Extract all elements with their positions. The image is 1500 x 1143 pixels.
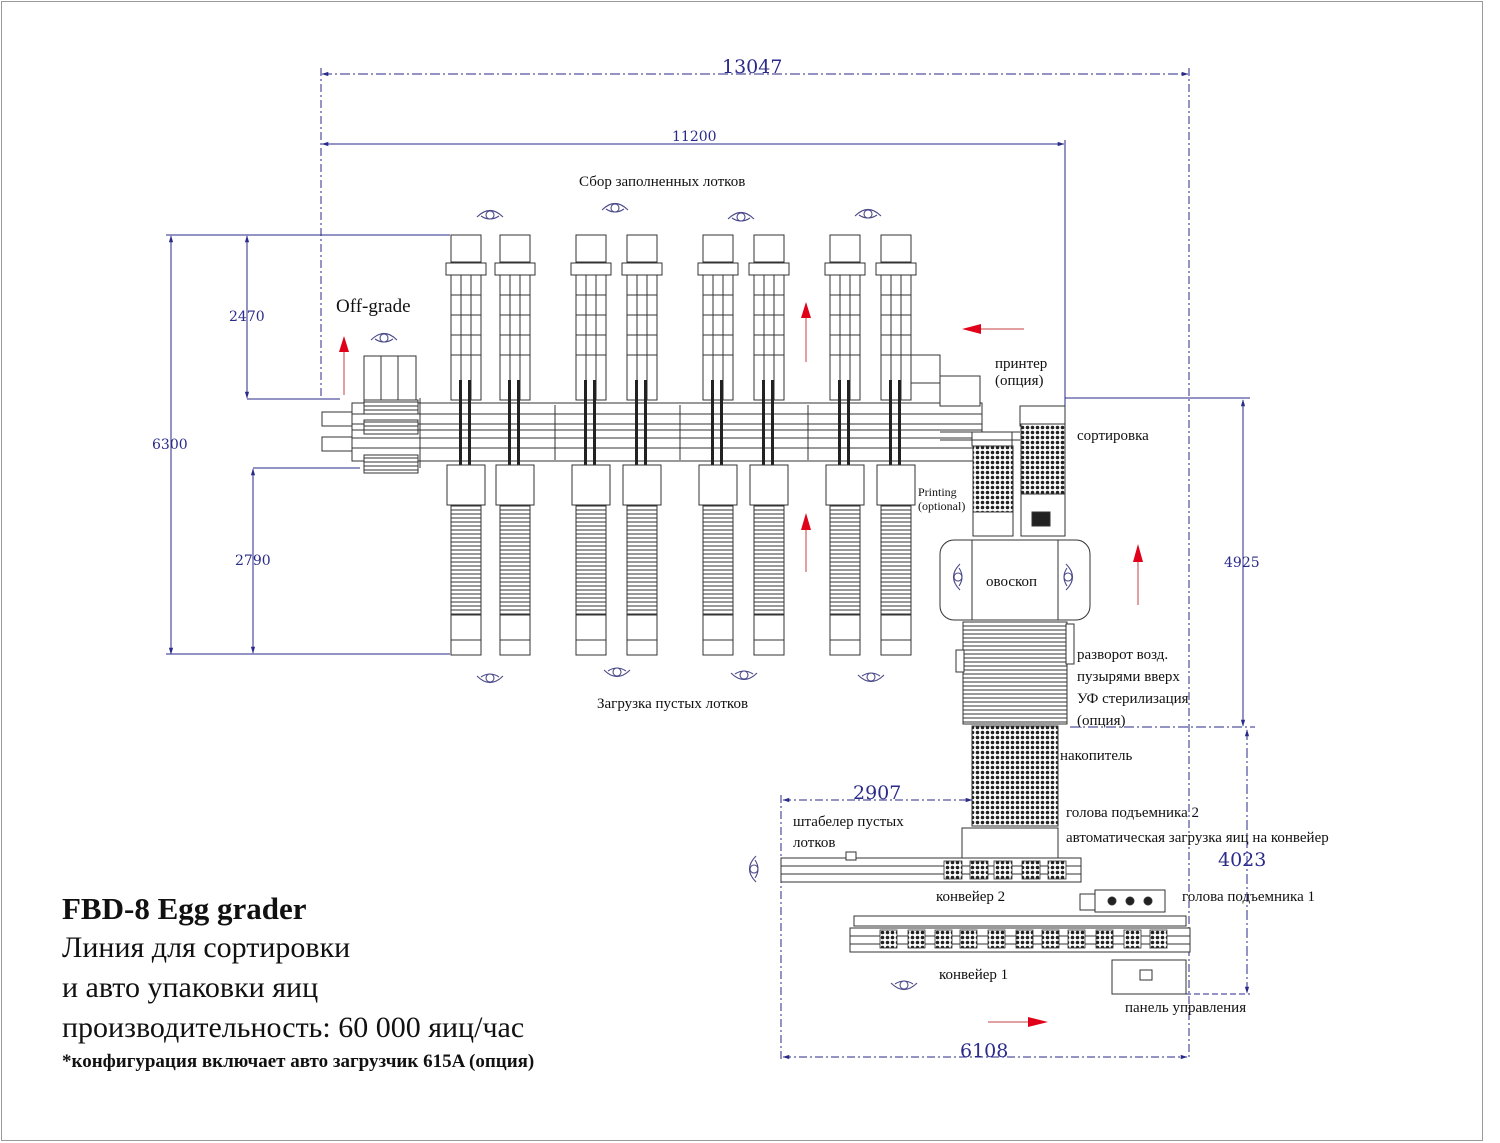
egg-turning-unit [955,621,1075,725]
egg-tray [1047,860,1067,880]
dim-loader-height-value: 4023 [1218,849,1267,871]
dim-grader-length-value: 11200 [672,129,717,145]
eye-icon [730,670,758,681]
label-printing-line2: (optional) [918,498,966,513]
egg-tray [1067,929,1086,949]
label-candling: овоскоп [986,574,1038,590]
flow-arrow-up-offgrade [339,336,349,395]
accumulator [961,725,1059,859]
label-empty-trays: Загрузка пустых лотков [597,696,749,712]
label-accumulator: накопитель [1060,748,1133,764]
egg-tray [1041,929,1060,949]
packing-lane [748,234,790,656]
eye-icon [890,980,918,991]
label-tray-stacker-line1: штабелер пустых [793,814,904,830]
label-off-grade: Off-grade [336,296,411,317]
egg-tray [987,929,1006,949]
label-turning-uv: разворот возд. пузырями вверх УФ стерили… [1077,644,1189,732]
label-turning-line1: разворот возд. [1077,647,1169,663]
model-title: FBD-8 Egg grader [62,891,307,926]
control-panel [1111,959,1187,995]
grader-main-conveyor [321,354,983,468]
dim-loader-width-value: 6108 [960,1040,1009,1062]
eye-icon [476,673,504,684]
flow-arrows [339,302,1143,1027]
eye-icon [952,563,963,591]
label-turning-line4: (опция) [1077,713,1126,729]
flow-arrow-up-right [1133,544,1143,605]
egg-tray [1021,860,1041,880]
configuration-note: *конфигурация включает авто загрузчик 61… [62,1051,535,1072]
egg-tray [907,929,926,949]
subtitle-line2: и авто упаковки яиц [62,971,319,1004]
label-conveyor-2: конвейер 2 [936,889,1006,905]
label-grading: сортировка [1077,428,1149,444]
egg-tray [879,929,898,949]
label-turning-line3: УФ стерилизация [1077,691,1189,707]
dim-overall-length-value: 13047 [722,56,783,78]
flow-arrow-right-bottom [988,1017,1048,1027]
dimension-lines [166,68,1255,1060]
title-block: FBD-8 Egg grader Линия для сортировки и … [62,890,534,1076]
label-control-panel: панель управления [1125,1000,1247,1016]
capacity-text: производительность: 60 000 яиц/час [62,1011,525,1044]
egg-tray [943,860,963,880]
eye-icon [854,208,882,219]
packing-lane [875,234,917,656]
label-auto-loading: автоматическая загрузка яиц на конвейер [1066,830,1329,846]
packing-lane [621,234,663,656]
eye-icon [1063,563,1074,591]
dim-right-height-value: 4925 [1224,555,1260,571]
packing-lane [824,234,866,656]
subtitle-line1: Линия для сортировки [62,931,351,964]
conveyor-2-trays [943,860,1067,880]
lift-head-1 [1079,889,1166,913]
label-lift-head-1: голова подъемника 1 [1182,889,1316,905]
label-full-trays: Сбор заполненных лотков [579,174,746,190]
off-grade-unit [363,355,419,474]
flow-arrow-left [962,324,1024,334]
dim-upper-height-value: 2470 [229,309,265,325]
eye-icon [476,209,504,220]
dim-stacker-width-value: 2907 [853,782,902,804]
candling-booth [939,539,1091,621]
label-printer-line1: принтер [995,356,1048,372]
egg-tray [1123,929,1142,949]
label-printing-line1: Printing [918,485,957,499]
egg-tray [959,929,978,949]
flow-arrow-up-lower [801,513,811,572]
flow-arrow-up-upper [801,302,811,362]
packing-lanes [445,234,917,656]
eye-icon [370,332,398,343]
egg-tray [1015,929,1034,949]
eye-icon [601,202,629,213]
packing-lane [570,234,612,656]
egg-tray [1149,929,1168,949]
egg-tray [969,860,989,880]
egg-tray [934,929,953,949]
packing-lane [445,234,487,656]
label-turning-line2: пузырями вверх [1077,669,1180,685]
eye-icon [603,667,631,678]
label-lift-head-2: голова подъемника 2 [1066,805,1200,821]
eye-icon [748,855,759,883]
eye-icon [727,211,755,222]
egg-tray [1095,929,1114,949]
grading-unit [940,405,1066,537]
label-conveyor-1: конвейер 1 [939,967,1009,983]
label-tray-stacker: штабелер пустых лотков [793,812,904,854]
egg-tray [993,860,1013,880]
conveyor-1-trays [879,929,1168,949]
inspection-points [370,202,1074,991]
packing-lane [494,234,536,656]
label-printer: принтер (опция) [995,356,1047,391]
dim-total-height-value: 6300 [152,437,188,453]
label-printer-line2: (опция) [995,373,1044,390]
dim-lower-height-value: 2790 [235,553,271,569]
eye-icon [857,672,885,683]
label-printing: Printing (optional) [918,485,966,514]
label-tray-stacker-line2: лотков [793,835,836,851]
packing-lane [697,234,739,656]
